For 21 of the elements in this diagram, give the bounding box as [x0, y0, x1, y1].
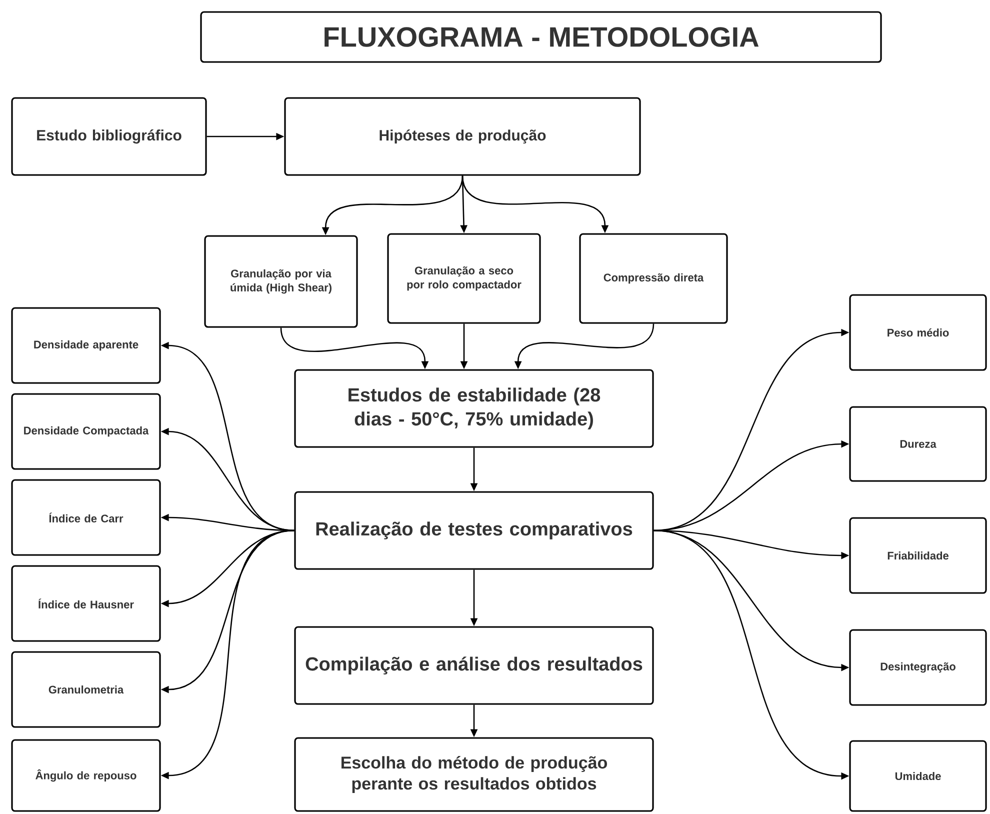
process-box: Friabilidade — [849, 517, 987, 594]
process-box: Densidade Compactada — [11, 393, 161, 470]
process-box: Umidade — [849, 740, 987, 812]
process-box: Granulação a seco por rolo compactador — [387, 233, 541, 324]
title-box: FLUXOGRAMA - METODOLOGIA — [200, 11, 882, 63]
process-box: Granulometria — [11, 651, 161, 728]
process-box: Compressão direta — [579, 233, 728, 324]
process-box: Densidade aparente — [11, 307, 161, 384]
process-box: Escolha do método de produção perante os resultados obtidos — [294, 737, 654, 812]
process-box: Hipóteses de produção — [284, 97, 641, 176]
process-box: Realização de testes comparativos — [294, 491, 654, 570]
process-box: Estudos de estabilidade (28 dias - 50°C, 75% umidade) — [294, 369, 654, 448]
process-box: Granulação por via úmida (High Shear) — [204, 235, 358, 328]
process-box: Índice de Carr — [11, 479, 161, 556]
process-box: Dureza — [849, 406, 987, 482]
process-box: Compilação e análise dos resultados — [294, 626, 654, 705]
process-box: Desintegração — [849, 629, 987, 706]
process-box: Estudo bibliográfico — [11, 97, 207, 176]
process-box: Peso médio — [849, 294, 987, 371]
process-box: Ângulo de repouso — [11, 739, 161, 812]
process-box: Índice de Hausner — [11, 565, 161, 642]
